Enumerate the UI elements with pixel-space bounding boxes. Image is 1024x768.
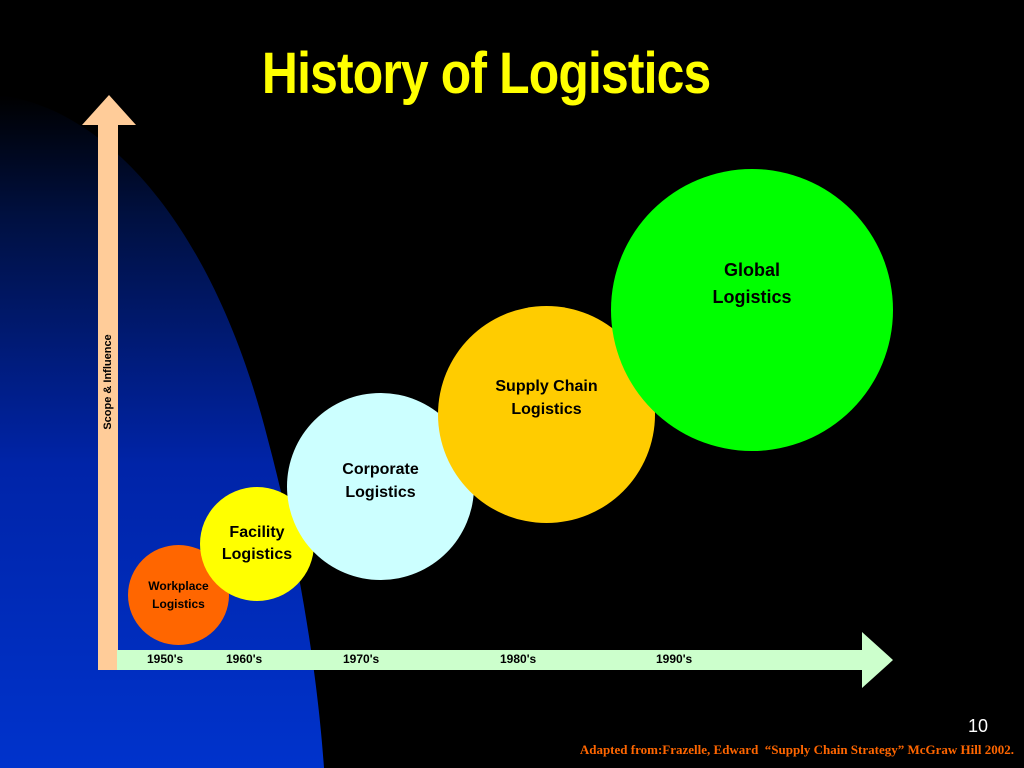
y-axis-arrow bbox=[82, 95, 136, 670]
stage-label-line2: Logistics bbox=[221, 546, 293, 563]
page-number: 10 bbox=[967, 716, 988, 736]
stage-bubble-global: Global Logistics bbox=[611, 169, 893, 451]
decade-label-1970s: 1970's bbox=[343, 652, 380, 666]
stage-label-line2: Logistics bbox=[345, 483, 416, 501]
stage-label-line1: Corporate bbox=[342, 460, 419, 478]
stage-label-line1: Global bbox=[723, 259, 780, 280]
decade-label-1950s: 1950's bbox=[147, 652, 184, 666]
decade-label-1990s: 1990's bbox=[656, 652, 693, 666]
x-axis-arrow bbox=[117, 632, 893, 688]
stage-label-line2: Logistics bbox=[152, 597, 205, 611]
decade-label-1980s: 1980's bbox=[500, 652, 537, 666]
stage-bubble-facility: Facility Logistics bbox=[200, 487, 314, 601]
decade-label-1960s: 1960's bbox=[226, 652, 263, 666]
stage-label-line1: Workplace bbox=[148, 579, 209, 593]
y-axis-label: Scope & Influence bbox=[102, 334, 114, 430]
stage-label-line2: Logistics bbox=[511, 400, 582, 418]
stage-label-line2: Logistics bbox=[712, 286, 792, 307]
stage-label-line1: Facility bbox=[229, 524, 285, 541]
source-credit: Adapted from:Frazelle, Edward “Supply Ch… bbox=[579, 742, 1014, 757]
page-title: History of Logistics bbox=[261, 41, 711, 106]
stage-label-line1: Supply Chain bbox=[495, 377, 598, 395]
